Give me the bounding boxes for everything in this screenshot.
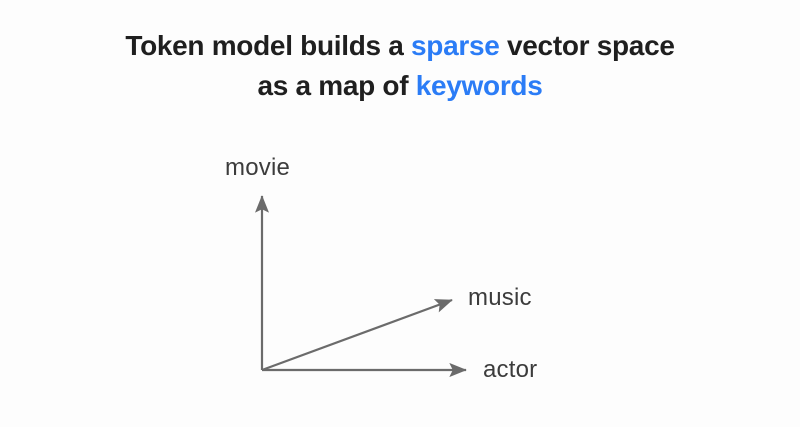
axis-arrow-music [261, 298, 453, 372]
title-line-1-text-before: Token model builds a [125, 30, 412, 61]
title-line-2-text-before: as a map of [257, 70, 416, 101]
title-keyword-sparse: sparse [411, 30, 500, 61]
axis-label-actor: actor [483, 356, 538, 383]
title-keyword-keywords: keywords [415, 70, 543, 101]
title-line-1-text-after: vector space [499, 30, 675, 61]
title-line-2: as a map of keywords [0, 66, 800, 106]
title-line-1: Token model builds a sparse vector space [0, 26, 800, 66]
axis-label-movie: movie [225, 154, 291, 181]
page-title: Token model builds a sparse vector space… [0, 26, 800, 106]
axis-label-music: music [468, 284, 532, 311]
